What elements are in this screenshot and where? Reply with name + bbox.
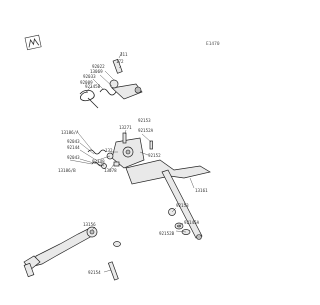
leader-lines [69, 65, 195, 273]
callout-92145b: 92145B [85, 84, 101, 89]
shift-shaft [125, 159, 211, 240]
callout-92152-b: 92152 [148, 153, 161, 158]
callout-92145a: 92145A [184, 220, 200, 225]
callout-13078: 13078 [104, 168, 117, 173]
callout-92043: 92043 [67, 139, 80, 144]
shift-mechanism-plate [111, 137, 145, 169]
callout-92144: 92144 [67, 145, 80, 150]
stopper-collar [109, 79, 119, 89]
diagram-code: E1470 [206, 41, 220, 47]
callout-92022: 92022 [92, 64, 105, 69]
stopper-spring-coil [79, 89, 99, 109]
callout-92152a: 92152A [138, 128, 154, 133]
callout-92154: 92154 [88, 270, 101, 275]
callout-132: 132 [105, 148, 113, 153]
pedal-washer [113, 241, 121, 247]
exploded-view: E1470 [23, 34, 220, 281]
pedal-bolt [107, 261, 119, 281]
callout-13186b: 13186/B [58, 168, 76, 173]
callout-13069: 13069 [90, 69, 103, 74]
small-pin [149, 140, 153, 150]
shift-pedal [23, 226, 98, 278]
shift-pin [122, 132, 127, 144]
callout-92152b: 92152B [159, 231, 175, 236]
stopper-bolt [112, 51, 123, 74]
callout-92153: 92153 [138, 118, 151, 123]
callout-13161: 13161 [195, 188, 208, 193]
callout-92153-b: 92153 [176, 203, 189, 208]
callout-13186a: 13186/A [61, 130, 79, 135]
callout-13156: 13156 [83, 222, 96, 227]
kawasaki-logo-icon [24, 34, 42, 51]
stopper-lever [111, 83, 143, 100]
callout-92009: 92009 [80, 80, 93, 85]
callout-92043-b: 92043 [67, 155, 80, 160]
callout-92148: 92148 [92, 159, 105, 164]
parts-diagram: E1470 [23, 34, 220, 281]
callout-92033: 92033 [83, 74, 96, 79]
callout-13271: 13271 [119, 125, 132, 130]
callout-172: 172 [116, 59, 124, 64]
callout-311: 311 [120, 52, 128, 57]
